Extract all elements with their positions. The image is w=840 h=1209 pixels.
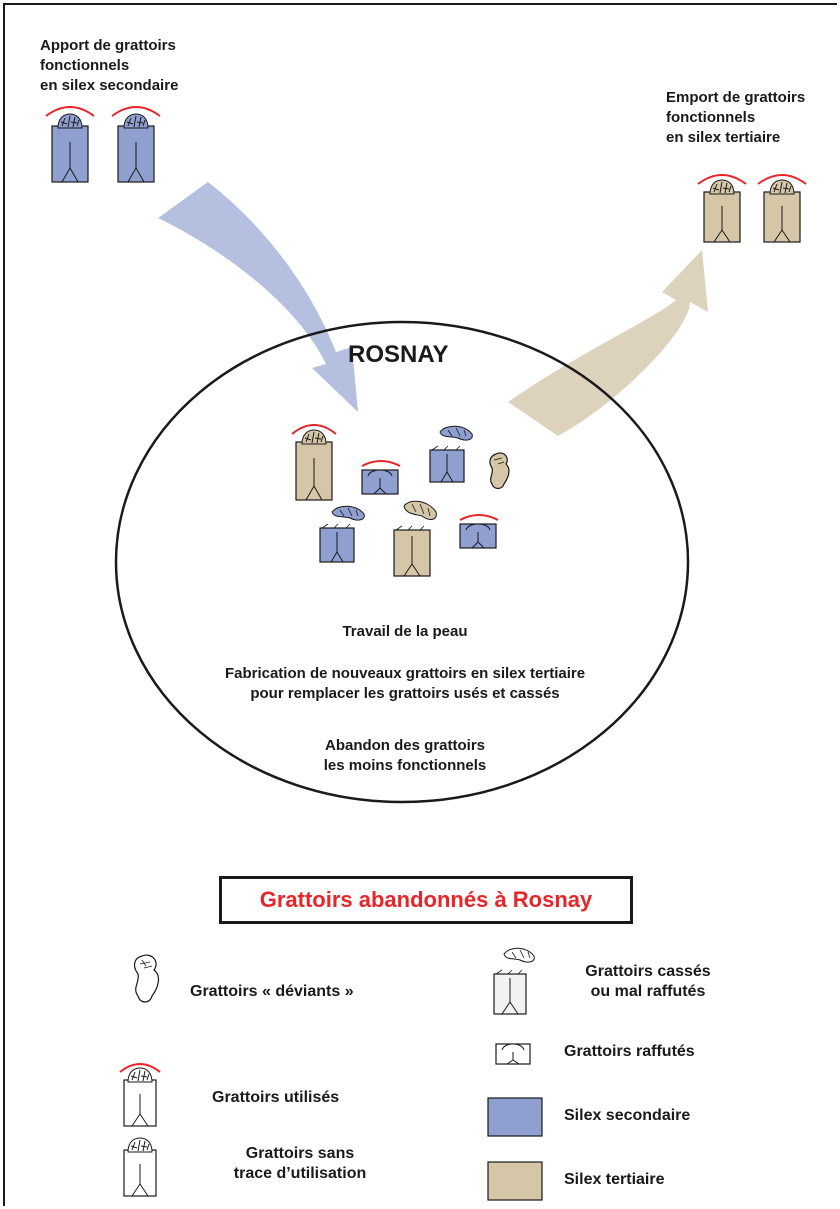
legend-tertiary-label: Silex tertiaire (564, 1171, 665, 1188)
legend-deviant-icon (133, 954, 160, 1003)
legend-tertiary-swatch (487, 1161, 543, 1201)
import-scraper (45, 106, 95, 183)
site-activity-manufacture: Fabrication de nouveaux grattoirs en sil… (224, 665, 586, 702)
site-scraper-deviant-tertiary (489, 452, 510, 490)
legend-resharpened-icon (495, 1043, 531, 1065)
import-arrow (158, 182, 358, 412)
export-label: Emport de grattoirs fonctionnels en sile… (666, 89, 806, 146)
export-arrow (508, 250, 708, 436)
site-scraper-resharpened-secondary (361, 460, 401, 495)
import-scraper (111, 106, 161, 183)
export-scraper (757, 174, 807, 243)
legend-title: Grattoirs abandonnés à Rosnay (259, 887, 593, 912)
legend-broken-icon (493, 947, 535, 1015)
legend-unused-icon (123, 1137, 157, 1197)
site-activity-skin: Travail de la peau (342, 623, 468, 640)
site-scraper-resharpened-secondary (459, 514, 499, 549)
legend-broken-label: Grattoirs cassés ou mal raffutés (585, 963, 711, 1000)
site-scraper-broken-secondary (319, 505, 365, 563)
site-name: ROSNAY (348, 341, 449, 368)
figure-frame (3, 3, 837, 1206)
export-scraper (697, 174, 747, 243)
legend-secondary-swatch (487, 1097, 543, 1137)
site-scraper-broken-secondary (429, 425, 473, 483)
legend-used-icon (119, 1063, 161, 1127)
site-scraper-broken-tertiary (393, 500, 437, 577)
site-activity-abandon: Abandon des grattoirs les moins fonction… (323, 737, 487, 774)
import-label: Apport de grattoirs fonctionnels en sile… (40, 37, 179, 94)
site-circle (114, 320, 690, 804)
site-scraper-used-tertiary (291, 424, 337, 501)
legend-title-box: Grattoirs abandonnés à Rosnay (219, 876, 633, 924)
legend-used-label: Grattoirs utilisés (212, 1089, 340, 1106)
legend-resharpened-label: Grattoirs raffutés (564, 1043, 695, 1060)
legend-deviant-label: Grattoirs « déviants » (190, 983, 354, 1000)
legend-unused-label: Grattoirs sans trace d’utilisation (233, 1145, 367, 1182)
legend-secondary-label: Silex secondaire (564, 1107, 691, 1124)
